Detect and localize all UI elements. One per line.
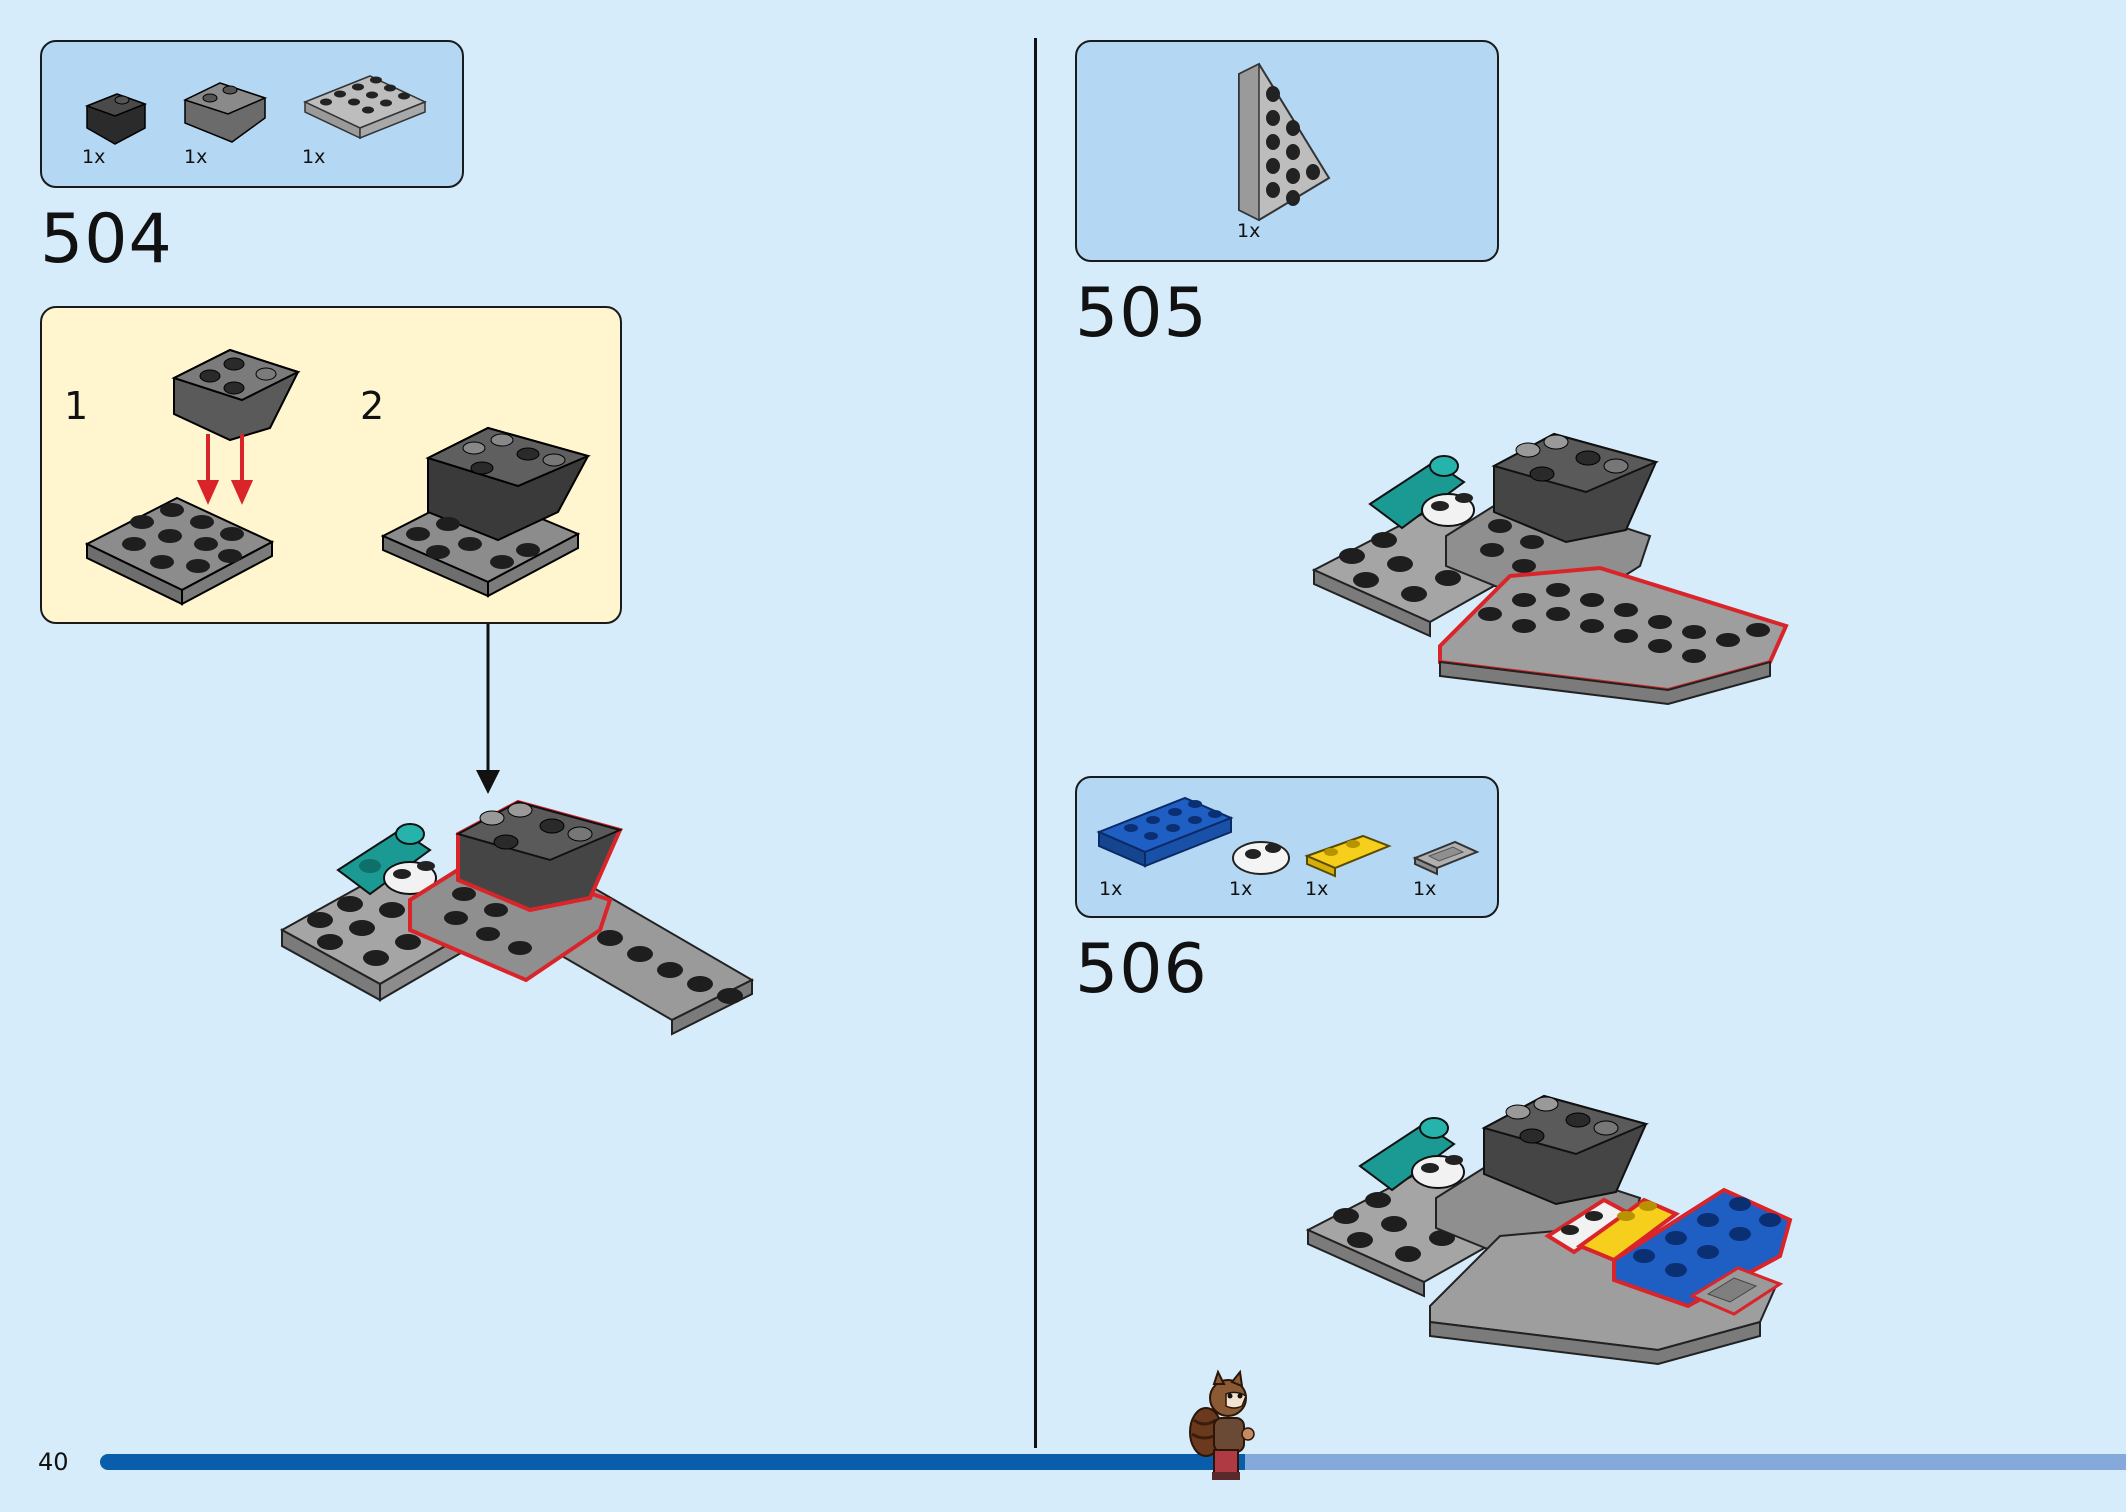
model-step-506-icon xyxy=(1305,1094,1793,1366)
parts-list-504: 1x 1x 1x xyxy=(40,40,464,188)
qty-label: 1x xyxy=(82,146,106,168)
rocket-raccoon-mascot-icon xyxy=(1189,1369,1255,1480)
yellow-plate-1x2-clip-icon xyxy=(1304,834,1392,878)
qty-label: 1x xyxy=(1229,878,1253,900)
page-divider xyxy=(1034,38,1037,1448)
callout-arrow-icon xyxy=(476,624,500,794)
qty-label: 1x xyxy=(302,146,326,168)
dark-gray-inverted-slope-icon xyxy=(183,82,268,143)
substep-number-1: 1 xyxy=(64,384,89,428)
gray-plate-3x3-icon xyxy=(84,496,275,606)
qty-label: 1x xyxy=(184,146,208,168)
model-step-504-icon xyxy=(279,799,755,1036)
parts-list-506: 1x 1x 1x 1x xyxy=(1075,776,1499,918)
qty-label: 1x xyxy=(1413,878,1437,900)
light-gray-plate-2x4-icon xyxy=(303,75,427,140)
step-number-506: 506 xyxy=(1075,930,1208,1009)
qty-label: 1x xyxy=(1237,220,1261,242)
substep-callout: 1 2 xyxy=(40,306,622,624)
progress-bar-remaining xyxy=(1244,1454,2126,1470)
white-plate-1x2-round-icon xyxy=(1232,841,1290,875)
assembled-substep-icon xyxy=(380,426,592,598)
substep-number-2: 2 xyxy=(360,384,385,428)
step-number-505: 505 xyxy=(1075,274,1208,353)
red-insert-arrows-icon xyxy=(196,434,254,505)
qty-label: 1x xyxy=(1099,878,1123,900)
page-number: 40 xyxy=(38,1448,69,1476)
blue-plate-2x4-icon xyxy=(1096,796,1234,868)
step-number-504: 504 xyxy=(40,200,173,279)
inverted-slope-brick-icon xyxy=(171,348,301,442)
black-slope-brick-icon xyxy=(84,93,148,145)
light-gray-wedge-plate-icon xyxy=(1238,62,1331,222)
parts-list-505: 1x xyxy=(1075,40,1499,262)
gray-tile-icon xyxy=(1412,840,1480,876)
qty-label: 1x xyxy=(1305,878,1329,900)
progress-bar-done xyxy=(100,1454,1255,1470)
model-step-505-icon xyxy=(1311,432,1789,706)
